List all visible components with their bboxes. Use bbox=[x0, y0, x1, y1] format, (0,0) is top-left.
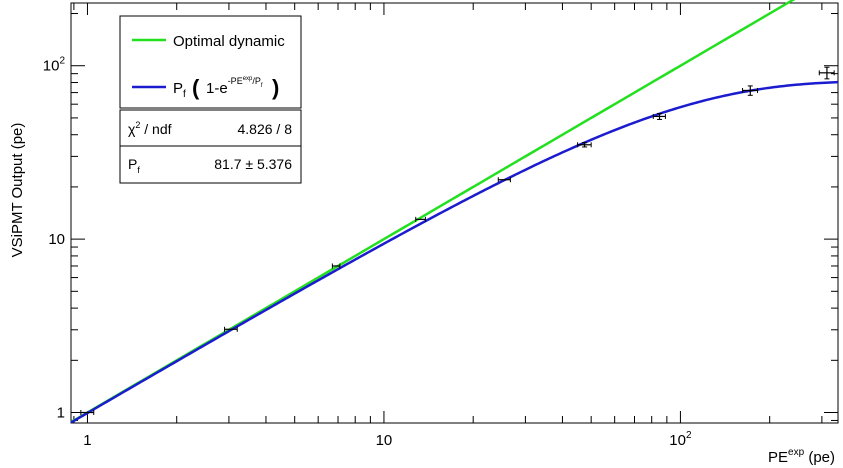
stats-pf-P: P bbox=[128, 156, 137, 172]
stats-chi2-post: / ndf bbox=[140, 121, 171, 137]
x-tick-label: 102 bbox=[669, 430, 692, 449]
stats-pf-sub: f bbox=[137, 165, 140, 175]
y-tick-label: 10 bbox=[48, 231, 65, 248]
legend-label-optimal: Optimal dynamic bbox=[173, 33, 285, 50]
x-tick-label: 10 bbox=[376, 432, 393, 449]
legend-fit-paren-close: ) bbox=[272, 75, 279, 100]
data-points-layer bbox=[80, 66, 835, 416]
stats-chi2-symbol: χ bbox=[128, 121, 136, 137]
data-point bbox=[331, 263, 341, 269]
y-axis-title: VSiPMT Output (pe) bbox=[9, 123, 26, 258]
x-tick-label-exp: 2 bbox=[686, 430, 692, 441]
y-tick-label-exp: 2 bbox=[59, 56, 65, 67]
legend-fit-formula-supsup: exp bbox=[243, 76, 253, 82]
x-tick-label: 1 bbox=[83, 432, 91, 449]
legend-frame bbox=[119, 15, 302, 109]
y-tick-label-base: 1 bbox=[57, 405, 65, 422]
x-tick-label-base: 10 bbox=[669, 432, 686, 449]
series-line-fit bbox=[70, 80, 839, 424]
y-tick-label: 102 bbox=[43, 56, 66, 75]
legend-fit-formula: 1-e-PEexp/Pf bbox=[206, 76, 263, 97]
data-point bbox=[818, 66, 835, 80]
legend-fit-formula-base: 1-e bbox=[206, 80, 228, 97]
stats-chi2-value: 4.826 / 8 bbox=[238, 121, 293, 137]
stats-pf-label: Pf bbox=[128, 156, 140, 175]
x-tick-label-base: 1 bbox=[83, 432, 91, 449]
x-axis-title: PEexp (pe) bbox=[768, 447, 835, 466]
data-point bbox=[577, 142, 592, 148]
x-tick-label-base: 10 bbox=[376, 432, 393, 449]
series-layer bbox=[70, 0, 839, 424]
data-point bbox=[224, 326, 238, 332]
x-axis-title-main: PE bbox=[768, 449, 788, 466]
stats-box: χ2 / ndf 4.826 / 8 Pf 81.7 ± 5.376 bbox=[119, 109, 302, 184]
legend-fit-formula-supsub: f bbox=[261, 83, 263, 89]
y-tick-label: 1 bbox=[57, 405, 65, 422]
legend-fit-P: P bbox=[173, 80, 183, 97]
data-point bbox=[742, 85, 759, 96]
legend-fit-formula-sup: -PE bbox=[228, 76, 243, 86]
y-tick-label-base: 10 bbox=[43, 58, 60, 75]
legend-label-fit: Pf bbox=[173, 80, 186, 100]
plot-frame bbox=[70, 2, 839, 424]
stats-chi2-label: χ2 / ndf bbox=[128, 120, 172, 137]
legend-fit-paren-open: ( bbox=[192, 75, 200, 100]
data-point bbox=[80, 410, 95, 416]
stats-chi2-sup: 2 bbox=[135, 120, 140, 130]
data-point bbox=[652, 113, 666, 120]
y-tick-label-base: 10 bbox=[48, 231, 65, 248]
x-axis-title-sup: exp bbox=[788, 447, 805, 458]
legend-fit-formula-suptail: /P bbox=[252, 76, 261, 86]
x-axis-title-unit: (pe) bbox=[804, 449, 835, 466]
stats-pf-value: 81.7 ± 5.376 bbox=[214, 156, 292, 172]
data-point bbox=[497, 177, 511, 183]
legend-fit-P-sub: f bbox=[183, 89, 186, 100]
legend: Optimal dynamic Pf ( 1-e-PEexp/Pf ) bbox=[119, 15, 302, 109]
data-point bbox=[415, 216, 426, 222]
